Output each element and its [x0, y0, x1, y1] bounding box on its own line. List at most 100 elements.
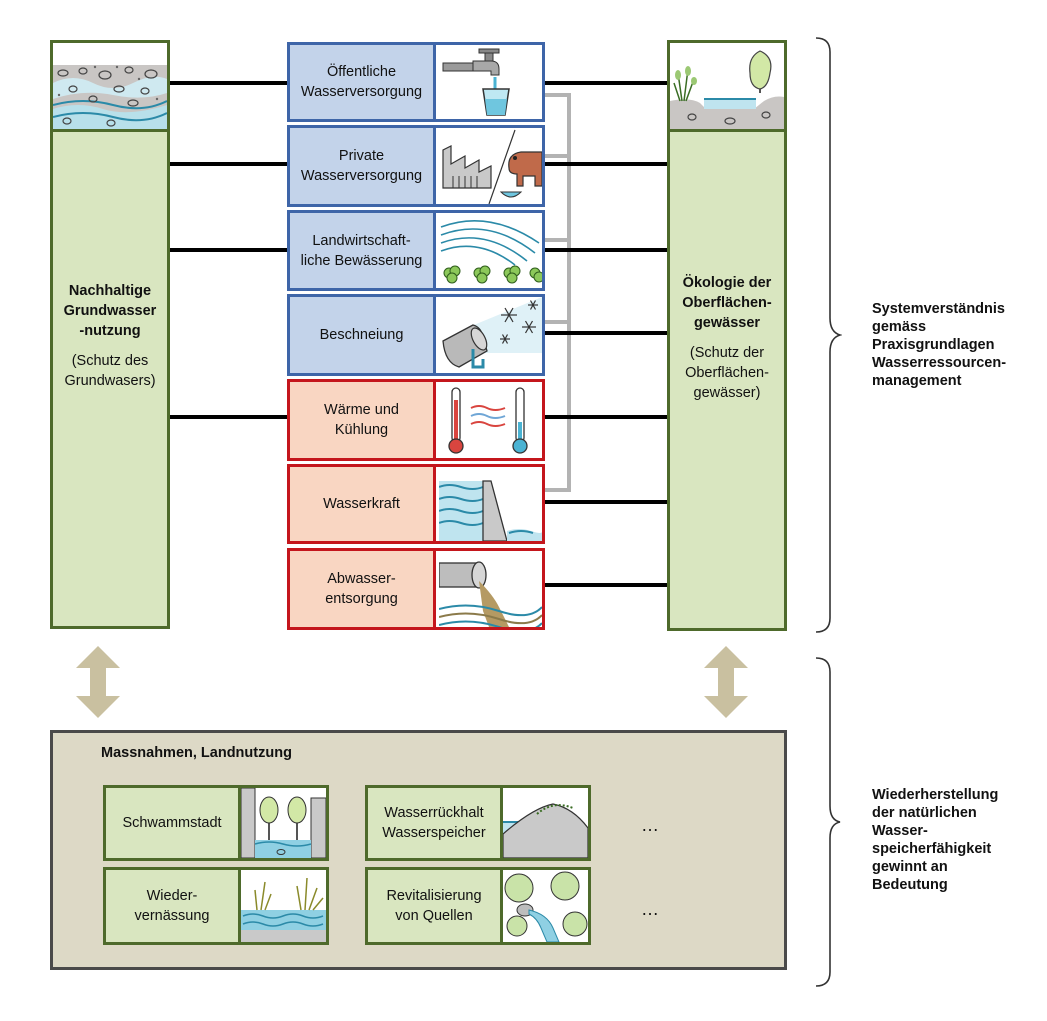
measure-label: Schwammstadt [106, 788, 241, 858]
sponge-city-icon [241, 788, 326, 858]
left-double-arrow [76, 646, 120, 718]
groundwater-link [170, 81, 289, 85]
measure-label-line: Wasserspeicher [382, 825, 486, 841]
use-label-line: Öffentliche [326, 64, 397, 80]
use-label-line: Wasserversorgung [300, 168, 423, 184]
note-line: Praxisgrundlagen [872, 337, 995, 353]
gray-connector-stub [544, 320, 571, 324]
measure-label: Wasserrückhalt Wasserspeicher [368, 788, 503, 858]
measure-label: Wieder- vernässung [106, 870, 241, 942]
use-wastewater-disposal: Abwasser- entsorgung [287, 548, 545, 630]
use-label-line: Wasserversorgung [300, 84, 423, 100]
use-agricultural-irrigation: Landwirtschaft- liche Bewässerung [287, 210, 545, 291]
gray-connector-stub [544, 238, 571, 242]
use-label-line: Abwasser- [327, 571, 396, 587]
surface-water-link [543, 248, 667, 252]
groundwater-pillar-label: Nachhaltige Grundwasser -nutzung (Schutz… [59, 281, 161, 391]
use-heating-cooling: Wärme und Kühlung [287, 379, 545, 461]
note-line: der natürlichen [872, 805, 977, 821]
groundwater-soil-icon [53, 43, 167, 132]
pillar-title-line: Nachhaltige [68, 283, 152, 299]
gray-connector [567, 93, 571, 492]
factory-cow-icon [439, 128, 542, 204]
measure-label-line: Schwammstadt [122, 815, 222, 831]
use-label: Abwasser- entsorgung [290, 551, 436, 627]
surface-water-link [543, 583, 667, 587]
measure-label-line: Wasserrückhalt [384, 805, 484, 821]
snow-cannon-icon [439, 297, 542, 373]
irrigation-sprinkler-icon [439, 213, 542, 288]
dam-icon [439, 467, 542, 541]
measure-rewetting: Wieder- vernässung [103, 867, 329, 945]
restoration-note: Wiederherstellung der natürlichen Wasser… [872, 786, 998, 894]
surface-water-link [543, 415, 667, 419]
rewetting-icon [241, 870, 326, 942]
pillar-title-line: -nutzung [79, 323, 141, 339]
pillar-subtitle-line: (Schutz des [71, 353, 149, 369]
surface-water-link [543, 81, 667, 85]
use-label-line: Private [338, 148, 385, 164]
faucet-glass-icon [439, 45, 542, 119]
use-label-line: Wärme und [324, 402, 399, 418]
measure-label-line: Wieder- [146, 888, 198, 904]
outfall-pipe-icon [439, 551, 542, 627]
use-snowmaking: Beschneiung [287, 294, 545, 376]
groundwater-link [170, 162, 289, 166]
note-line: gemäss [872, 319, 927, 335]
use-private-water-supply: Private Wasserversorgung [287, 125, 545, 207]
note-line: Wiederherstellung [872, 787, 999, 803]
thermometer-icon [439, 382, 542, 458]
right-double-arrow [704, 646, 748, 718]
surface-water-link [543, 162, 667, 166]
use-hydropower: Wasserkraft [287, 464, 545, 544]
note-line: Systemverständnis [872, 301, 1005, 317]
pillar-subtitle-line: Oberflächen- [685, 365, 769, 381]
spring-revitalization-icon [503, 870, 588, 942]
bottom-curly-brace [815, 657, 841, 987]
note-line: management [872, 373, 962, 389]
surface-water-pillar: Ökologie der Oberflächen- gewässer (Schu… [667, 40, 787, 631]
gray-connector-stub [544, 93, 571, 97]
groundwater-pillar: Nachhaltige Grundwasser -nutzung (Schutz… [50, 40, 170, 629]
use-label: Wasserkraft [290, 467, 436, 541]
measure-label-line: von Quellen [395, 908, 473, 924]
use-label: Private Wasserversorgung [290, 128, 436, 204]
measure-sponge-city: Schwammstadt [103, 785, 329, 861]
pillar-title-line: gewässer [693, 315, 761, 331]
measures-panel: Massnahmen, Landnutzung Schwammstadt Was… [50, 730, 787, 970]
use-label: Landwirtschaft- liche Bewässerung [290, 213, 436, 288]
measures-title: Massnahmen, Landnutzung [101, 745, 292, 761]
reservoir-icon [503, 788, 588, 858]
surface-water-icon [670, 43, 784, 132]
use-label-line: Landwirtschaft- [312, 232, 411, 249]
pillar-subtitle-line: (Schutz der [689, 345, 765, 361]
gray-connector-stub [544, 154, 571, 158]
system-understanding-note: Systemverständnis gemäss Praxisgrundlage… [872, 300, 1006, 390]
gray-connector-stub [544, 488, 571, 492]
measure-label-line: vernässung [134, 908, 210, 924]
more-measures-ellipsis: … [641, 815, 661, 835]
use-label: Wärme und Kühlung [290, 382, 436, 458]
use-label: Öffentliche Wasserversorgung [290, 45, 436, 119]
measure-label: Revitalisierung von Quellen [368, 870, 503, 942]
use-public-water-supply: Öffentliche Wasserversorgung [287, 42, 545, 122]
note-line: gewinnt an [872, 859, 948, 875]
use-label-line: liche Bewässerung [300, 252, 423, 269]
pillar-title-line: Grundwasser [63, 303, 157, 319]
surface-water-pillar-label: Ökologie der Oberflächen- gewässer (Schu… [676, 273, 778, 403]
groundwater-link [170, 248, 289, 252]
use-label-line: entsorgung [325, 591, 398, 607]
note-line: Wasserressourcen- [872, 355, 1007, 371]
surface-water-link [543, 500, 667, 504]
use-label-line: Kühlung [334, 422, 389, 438]
surface-water-link [543, 331, 667, 335]
pillar-subtitle-line: gewässer) [693, 385, 761, 401]
pillar-title-line: Oberflächen- [682, 295, 772, 311]
measure-label-line: Revitalisierung [386, 888, 482, 904]
measure-water-retention: Wasserrückhalt Wasserspeicher [365, 785, 591, 861]
use-label-line: Beschneiung [319, 327, 404, 343]
use-label: Beschneiung [290, 297, 436, 373]
note-line: speicherfähigkeit [872, 841, 992, 857]
note-line: Bedeutung [872, 877, 948, 893]
pillar-subtitle-line: Grundwasers) [64, 373, 156, 389]
